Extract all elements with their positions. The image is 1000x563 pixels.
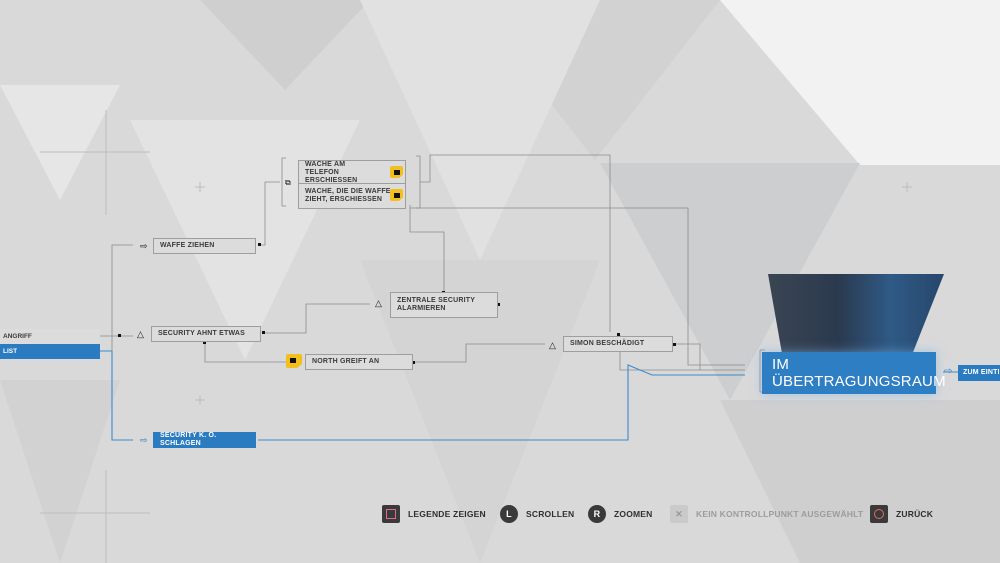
node-security-ko[interactable]: SECURITY K. O. SCHLAGEN — [153, 432, 256, 448]
node-label: NORTH GREIFT AN — [312, 358, 380, 365]
node-label: ZENTRALE SECURITY ALARMIEREN — [397, 297, 475, 312]
legend-label: SCROLLEN — [526, 509, 575, 519]
legend-show[interactable]: LEGENDE ZEIGEN — [382, 504, 486, 524]
node-label: WACHE AM TELEFON ERSCHIESSEN — [305, 161, 358, 184]
lock-icon — [390, 189, 403, 201]
node-waffe-ziehen[interactable]: WAFFE ZIEHEN — [153, 238, 256, 254]
node-label: SECURITY K. O. SCHLAGEN — [160, 432, 217, 447]
legend-label: LEGENDE ZEIGEN — [408, 509, 486, 519]
node-label: LIST — [3, 348, 18, 355]
triangle-icon: △ — [549, 340, 556, 350]
legend-checkpoint: ✕ KEIN KONTROLLPUNKT AUSGEWÄHLT — [670, 504, 863, 524]
chapter-im-uebertragungsraum[interactable]: IM ÜBERTRAGUNGSRAUM — [762, 352, 946, 394]
right-stick-icon: R — [588, 505, 606, 523]
node-label: WAFFE ZIEHEN — [160, 242, 215, 249]
node-label: ANGRIFF — [3, 333, 32, 340]
arrow-icon: ⇨ — [140, 241, 148, 251]
triangle-icon: △ — [137, 329, 144, 339]
legend-label: ZOOMEN — [614, 509, 653, 519]
arrow-icon: ⇨ — [944, 366, 953, 377]
node-north-greift[interactable]: NORTH GREIFT AN — [305, 354, 413, 370]
node-security-ahnt[interactable]: SECURITY AHNT ETWAS — [151, 326, 261, 342]
arrow-icon: ⇨ — [140, 435, 148, 445]
chapter-thumbnail — [768, 274, 944, 354]
node-wache-telefon[interactable]: WACHE AM TELEFON ERSCHIESSEN — [298, 160, 406, 186]
node-simon-beschaedigt[interactable]: SIMON BESCHÄDIGT — [563, 336, 673, 352]
node-wache-waffe[interactable]: WACHE, DIE DIE WAFFE ZIEHT, ERSCHIESSEN — [298, 183, 406, 209]
legend-zoom[interactable]: R ZOOMEN — [588, 504, 653, 524]
cross-button-icon: ✕ — [670, 505, 688, 523]
node-label: SECURITY AHNT ETWAS — [158, 330, 246, 337]
triangle-icon: △ — [375, 298, 382, 308]
node-label: SIMON BESCHÄDIGT — [570, 340, 645, 347]
node-zentrale-security[interactable]: ZENTRALE SECURITY ALARMIEREN — [390, 292, 498, 318]
legend-back[interactable]: ZURÜCK — [870, 504, 933, 524]
square-button-icon — [382, 505, 400, 523]
lock-icon — [286, 354, 302, 368]
left-stick-icon: L — [500, 505, 518, 523]
next-chapter-label: ZUM EINTRI — [963, 369, 999, 376]
legend-label: KEIN KONTROLLPUNKT AUSGEWÄHLT — [696, 509, 864, 519]
node-angriff[interactable]: ANGRIFF — [0, 329, 100, 344]
legend-scroll[interactable]: L SCROLLEN — [500, 504, 574, 524]
circle-button-icon — [870, 505, 888, 523]
node-list[interactable]: LIST — [0, 344, 100, 359]
chapter-label: IM ÜBERTRAGUNGSRAUM — [772, 356, 946, 390]
chapter-zum-eintritt[interactable]: ZUM EINTRI — [958, 365, 1000, 381]
node-label: WACHE, DIE DIE WAFFE ZIEHT, ERSCHIESSEN — [305, 188, 391, 203]
lock-icon — [390, 166, 403, 178]
group-icon: ⧉ — [285, 178, 291, 187]
legend-label: ZURÜCK — [896, 509, 934, 519]
